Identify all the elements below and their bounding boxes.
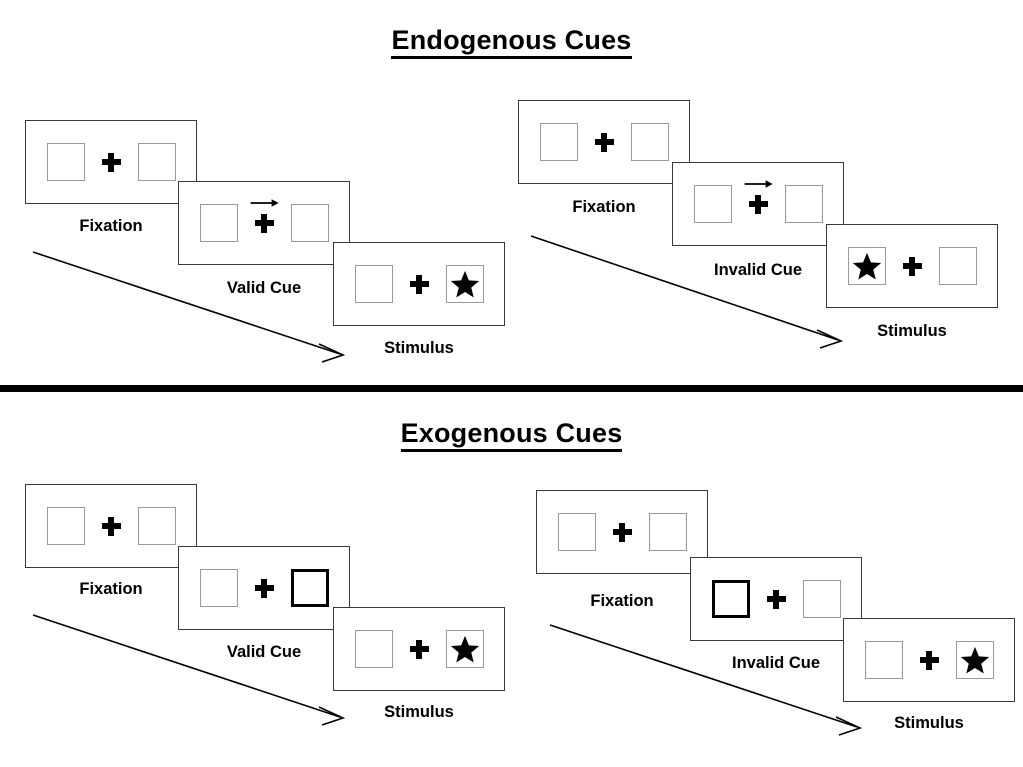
target-box-right — [802, 580, 841, 618]
trial-panel-stimulus — [826, 224, 998, 308]
trial-panel-stimulus — [333, 607, 505, 691]
target-box-right — [445, 630, 484, 668]
panel-content — [199, 569, 329, 607]
plus-icon — [744, 179, 773, 214]
target-box-right-cued — [290, 569, 329, 607]
target-box-right — [955, 641, 994, 679]
plus-icon — [902, 256, 922, 276]
target-box-left — [46, 507, 85, 545]
plus-icon — [101, 152, 121, 172]
trial-panel-valid-cue — [178, 546, 350, 630]
target-box-right — [648, 513, 687, 551]
plus-icon — [101, 516, 121, 536]
section-divider — [0, 385, 1023, 392]
panel-content — [354, 630, 484, 668]
plus-icon — [594, 132, 614, 152]
panel-content — [711, 580, 841, 618]
trial-panel-fixation — [25, 120, 197, 204]
star-icon — [852, 252, 881, 280]
stage-label-stimulus: Stimulus — [384, 703, 454, 721]
stage-label-valid-cue: Valid Cue — [226, 279, 302, 297]
time-flow-arrow-icon — [32, 614, 346, 726]
stage-label-fixation: Fixation — [590, 592, 654, 610]
star-icon — [960, 646, 989, 674]
stage-label-fixation: Fixation — [79, 580, 143, 598]
panel-content — [199, 198, 329, 242]
panel-content — [539, 123, 669, 161]
target-box-left — [199, 204, 238, 242]
stage-label-stimulus: Stimulus — [384, 339, 454, 357]
target-box-left-cued — [711, 580, 750, 618]
plus-icon — [766, 589, 786, 609]
panel-content — [847, 247, 977, 285]
section-title-endogenous: Endogenous Cues — [0, 25, 1023, 59]
target-box-left — [354, 630, 393, 668]
target-box-left — [864, 641, 903, 679]
target-box-left — [693, 185, 732, 223]
stage-label-fixation: Fixation — [572, 198, 636, 216]
panel-content — [557, 513, 687, 551]
target-box-right — [137, 143, 176, 181]
target-box-right — [938, 247, 977, 285]
trial-panel-invalid-cue — [672, 162, 844, 246]
section-title-endogenous-text: Endogenous Cues — [391, 25, 632, 59]
target-box-right — [784, 185, 823, 223]
time-flow-arrow-icon — [32, 251, 346, 363]
trial-panel-invalid-cue — [690, 557, 862, 641]
section-title-exogenous-text: Exogenous Cues — [400, 418, 623, 452]
time-flow-arrow-icon — [549, 624, 863, 736]
plus-icon — [250, 198, 279, 233]
target-box-right — [290, 204, 329, 242]
trial-panel-fixation — [25, 484, 197, 568]
plus-icon — [409, 639, 429, 659]
trial-panel-valid-cue — [178, 181, 350, 265]
stage-label-invalid-cue: Invalid Cue — [731, 654, 821, 672]
target-box-right — [445, 265, 484, 303]
target-box-left — [199, 569, 238, 607]
panel-content — [46, 507, 176, 545]
trial-panel-fixation — [536, 490, 708, 574]
target-box-left — [354, 265, 393, 303]
target-box-left — [539, 123, 578, 161]
star-icon — [450, 635, 479, 663]
arrow-right-icon — [250, 198, 279, 207]
plus-icon — [254, 578, 274, 598]
stage-label-invalid-cue: Invalid Cue — [713, 261, 803, 279]
trial-panel-stimulus — [333, 242, 505, 326]
plus-icon — [612, 522, 632, 542]
section-title-exogenous: Exogenous Cues — [0, 418, 1023, 452]
panel-content — [46, 143, 176, 181]
panel-content — [864, 641, 994, 679]
trial-panel-fixation — [518, 100, 690, 184]
plus-icon — [409, 274, 429, 294]
panel-content — [693, 179, 823, 223]
star-icon — [450, 270, 479, 298]
target-box-left — [847, 247, 886, 285]
stage-label-fixation: Fixation — [79, 217, 143, 235]
panel-content — [354, 265, 484, 303]
stage-label-valid-cue: Valid Cue — [226, 643, 302, 661]
time-flow-arrow-icon — [530, 235, 844, 349]
stage-label-stimulus: Stimulus — [877, 322, 947, 340]
target-box-left — [46, 143, 85, 181]
plus-icon — [919, 650, 939, 670]
stage-label-stimulus: Stimulus — [894, 714, 964, 732]
target-box-right — [630, 123, 669, 161]
target-box-left — [557, 513, 596, 551]
trial-panel-stimulus — [843, 618, 1015, 702]
target-box-right — [137, 507, 176, 545]
arrow-right-icon — [744, 179, 773, 188]
